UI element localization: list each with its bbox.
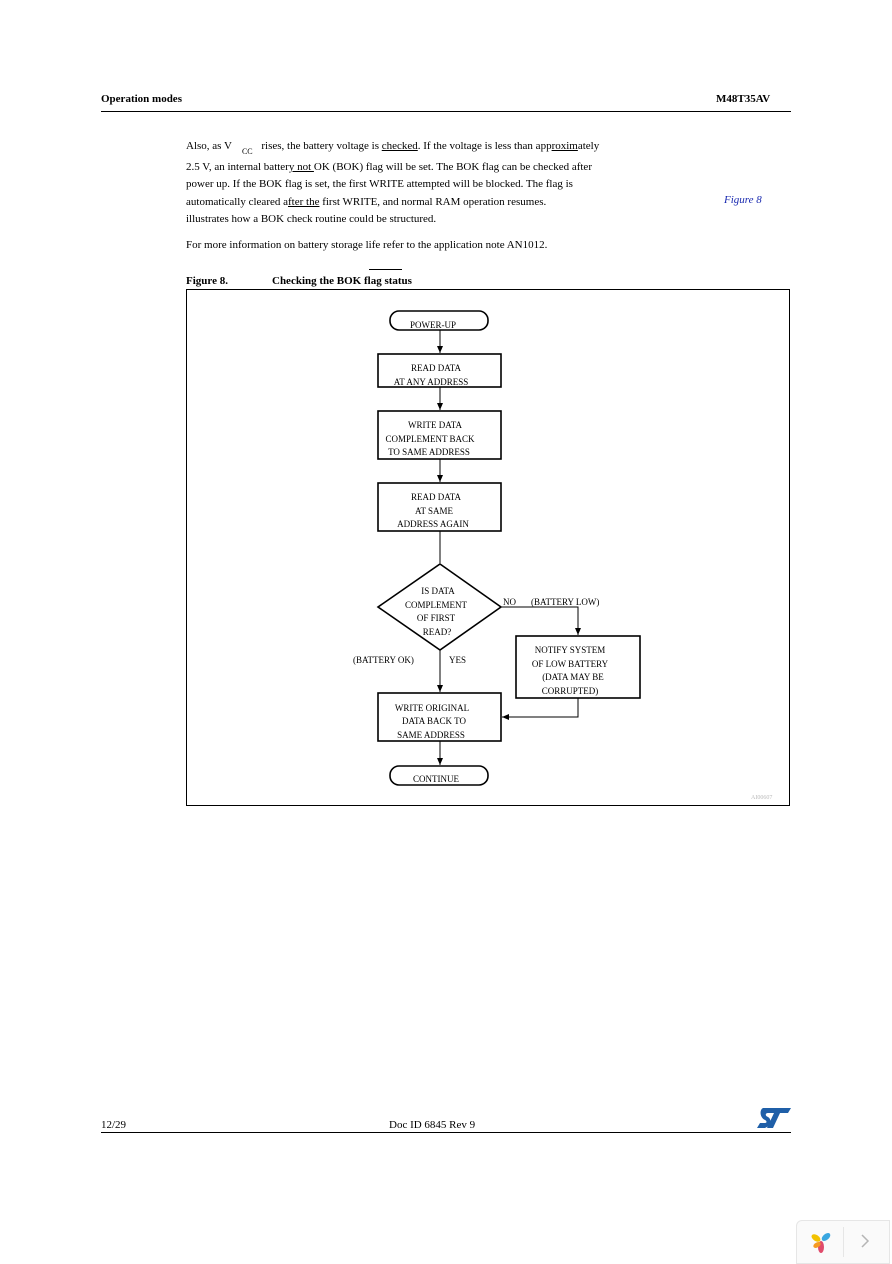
figure-code: AI00607 bbox=[751, 795, 772, 801]
doc-id: Doc ID 6845 Rev 9 bbox=[389, 1119, 476, 1131]
text-run: 2.5 V, an internal batter bbox=[186, 160, 289, 173]
viewer-nav-widget bbox=[796, 1220, 890, 1264]
nav-separator bbox=[843, 1227, 844, 1257]
read2-line-2: AT SAME bbox=[415, 506, 454, 516]
chevron-right-icon[interactable] bbox=[859, 1233, 871, 1254]
battery-ok-label: (BATTERY OK) bbox=[353, 655, 414, 665]
notify-line-4: CORRUPTED) bbox=[542, 686, 599, 696]
text-run: checked bbox=[381, 140, 418, 152]
header-rule bbox=[101, 111, 791, 112]
decision-line-4: READ? bbox=[423, 627, 452, 637]
figure-frame: POWER-UP READ DATA AT ANY ADDRESS WRITE … bbox=[186, 289, 790, 806]
text-run: fter the bbox=[288, 195, 320, 208]
page-number: 12/29 bbox=[101, 1119, 127, 1131]
figure-number: Figure 8. bbox=[186, 275, 228, 287]
notify-line-3: (DATA MAY BE bbox=[542, 672, 604, 682]
st-logo-icon bbox=[756, 1106, 792, 1135]
text-run: OK (BOK) flag will be set. The BOK flag … bbox=[313, 160, 592, 173]
pinwheel-icon[interactable] bbox=[807, 1228, 835, 1261]
notify-line-2: OF LOW BATTERY bbox=[532, 659, 609, 669]
battery-low-label: (BATTERY LOW) bbox=[531, 597, 599, 607]
read2-line-3: ADDRESS AGAIN bbox=[397, 519, 469, 529]
read2-line-1: READ DATA bbox=[411, 492, 462, 502]
read1-line-2: AT ANY ADDRESS bbox=[394, 377, 469, 387]
part-number: M48T35AV bbox=[716, 93, 771, 105]
decision-line-3: OF FIRST bbox=[417, 613, 456, 623]
end-label: CONTINUE bbox=[413, 774, 459, 784]
start-label: POWER-UP bbox=[410, 320, 456, 330]
write1-line-3: TO SAME ADDRESS bbox=[388, 447, 470, 457]
text-run: y not bbox=[288, 160, 314, 173]
flowchart: POWER-UP READ DATA AT ANY ADDRESS WRITE … bbox=[353, 310, 772, 801]
arrow-notify-return bbox=[502, 698, 579, 720]
decision-line-1: IS DATA bbox=[421, 586, 455, 596]
text-run: . If the voltage is less than app bbox=[417, 140, 552, 152]
end-terminator bbox=[389, 765, 489, 786]
write2-line-1: WRITE ORIGINAL bbox=[395, 703, 469, 713]
write1-line-1: WRITE DATA bbox=[408, 420, 463, 430]
write1-line-2: COMPLEMENT BACK bbox=[385, 434, 475, 444]
para-line-2: 2.5 V, an internal battery not OK (BOK) … bbox=[186, 159, 656, 177]
text-run: first WRITE, and normal RAM operation re… bbox=[319, 195, 547, 208]
para-line-3: power up. If the BOK flag is set, the fi… bbox=[186, 178, 573, 191]
figure-8-link[interactable]: Figure 8 bbox=[724, 194, 762, 206]
bok-overline bbox=[369, 269, 402, 270]
text-run: ately bbox=[577, 140, 600, 152]
para-line-1: Also, as V CC rises, the battery voltage … bbox=[186, 138, 656, 159]
text-run: automatically cleared a bbox=[186, 195, 288, 208]
read1-line-1: READ DATA bbox=[411, 363, 462, 373]
footer-rule bbox=[101, 1132, 791, 1133]
write2-line-3: SAME ADDRESS bbox=[397, 730, 465, 740]
subscript-cc: CC bbox=[241, 147, 253, 157]
section-title: Operation modes bbox=[101, 93, 182, 105]
yes-label: YES bbox=[449, 655, 466, 665]
figure-title: Checking the BOK flag status bbox=[272, 275, 412, 287]
text-run: rises, the battery voltage is bbox=[258, 140, 382, 152]
arrow-no bbox=[501, 606, 581, 635]
paragraph-bok: Also, as V CC rises, the battery voltage … bbox=[186, 138, 656, 229]
notify-line-1: NOTIFY SYSTEM bbox=[535, 645, 605, 655]
decision-line-2: COMPLEMENT bbox=[405, 600, 468, 610]
write2-line-2: DATA BACK TO bbox=[402, 716, 466, 726]
start-terminator bbox=[389, 310, 489, 331]
para-line-4: automatically cleared after the first WR… bbox=[186, 194, 656, 212]
para-line-5: illustrates how a BOK check routine coul… bbox=[186, 213, 437, 226]
text-run: Also, as V bbox=[186, 140, 232, 152]
paragraph-an1012: For more information on battery storage … bbox=[186, 239, 548, 251]
text-run: roxim bbox=[551, 140, 578, 152]
no-label: NO bbox=[503, 597, 516, 607]
